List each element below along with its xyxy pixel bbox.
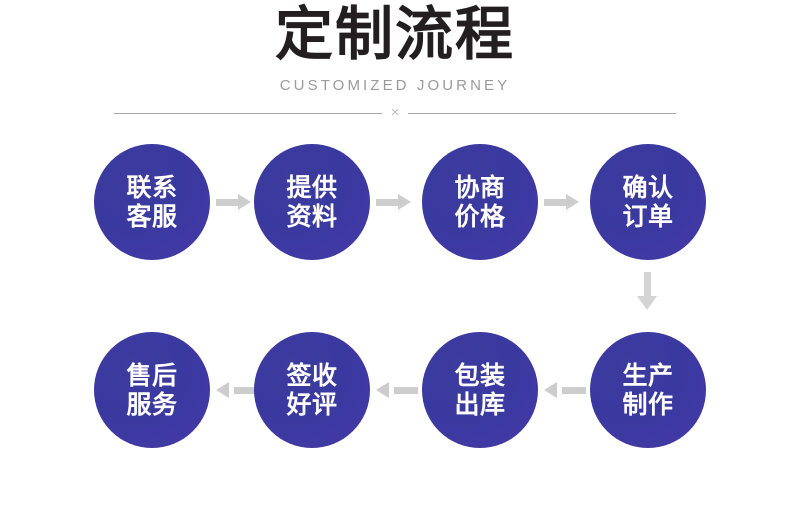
arrow-head	[238, 194, 251, 210]
arrow-head	[398, 194, 411, 210]
arrow-head	[637, 296, 657, 310]
left-arrow-icon	[216, 380, 258, 400]
right-arrow-icon	[376, 192, 418, 212]
flow-node-label: 签收 好评	[286, 361, 338, 419]
divider: ×	[114, 104, 676, 121]
flow-node-label: 确认 订单	[622, 173, 674, 231]
down-arrow-icon	[636, 272, 660, 314]
arrow-shaft	[644, 272, 651, 298]
flow-node-confirm-order[interactable]: 确认 订单	[590, 144, 706, 260]
divider-line-right	[408, 113, 676, 114]
arrow-shaft	[216, 199, 240, 206]
flow-node-negotiate-price[interactable]: 协商 价格	[422, 144, 538, 260]
arrow-head	[544, 382, 557, 398]
flow-node-label: 协商 价格	[454, 173, 506, 231]
left-arrow-icon	[376, 380, 418, 400]
divider-cross-icon: ×	[390, 104, 400, 121]
arrow-head	[376, 382, 389, 398]
divider-line-left	[114, 113, 382, 114]
arrow-shaft	[544, 199, 568, 206]
flow-row-top: 联系 客服 提供 资料 协商 价格 确认 订单	[0, 144, 790, 260]
flow-node-label: 包装 出库	[454, 361, 506, 419]
right-arrow-icon	[216, 192, 258, 212]
arrow-shaft	[394, 387, 418, 394]
flow-node-label: 提供 资料	[286, 173, 338, 231]
flow-node-after-sales-service[interactable]: 售后 服务	[94, 332, 210, 448]
arrow-shaft	[234, 387, 258, 394]
page-title: 定制流程	[274, 0, 515, 68]
arrow-head	[566, 194, 579, 210]
page-subtitle: CUSTOMIZED JOURNEY	[279, 77, 511, 94]
flow-node-production[interactable]: 生产 制作	[590, 332, 706, 448]
header: 定制流程 CUSTOMIZED JOURNEY ×	[0, 0, 790, 130]
flow-node-packaging-shipping[interactable]: 包装 出库	[422, 332, 538, 448]
flow-node-label: 售后 服务	[126, 361, 178, 419]
left-arrow-icon	[544, 380, 586, 400]
flow-node-label: 生产 制作	[622, 361, 674, 419]
arrow-shaft	[376, 199, 400, 206]
flow-node-sign-and-review[interactable]: 签收 好评	[254, 332, 370, 448]
flow-node-provide-materials[interactable]: 提供 资料	[254, 144, 370, 260]
right-arrow-icon	[544, 192, 586, 212]
flow-node-label: 联系 客服	[126, 173, 178, 231]
flow-row-bottom: 售后 服务 签收 好评 包装 出库 生产 制作	[0, 332, 790, 448]
arrow-shaft	[562, 387, 586, 394]
flow-node-contact-service[interactable]: 联系 客服	[94, 144, 210, 260]
arrow-head	[216, 382, 229, 398]
